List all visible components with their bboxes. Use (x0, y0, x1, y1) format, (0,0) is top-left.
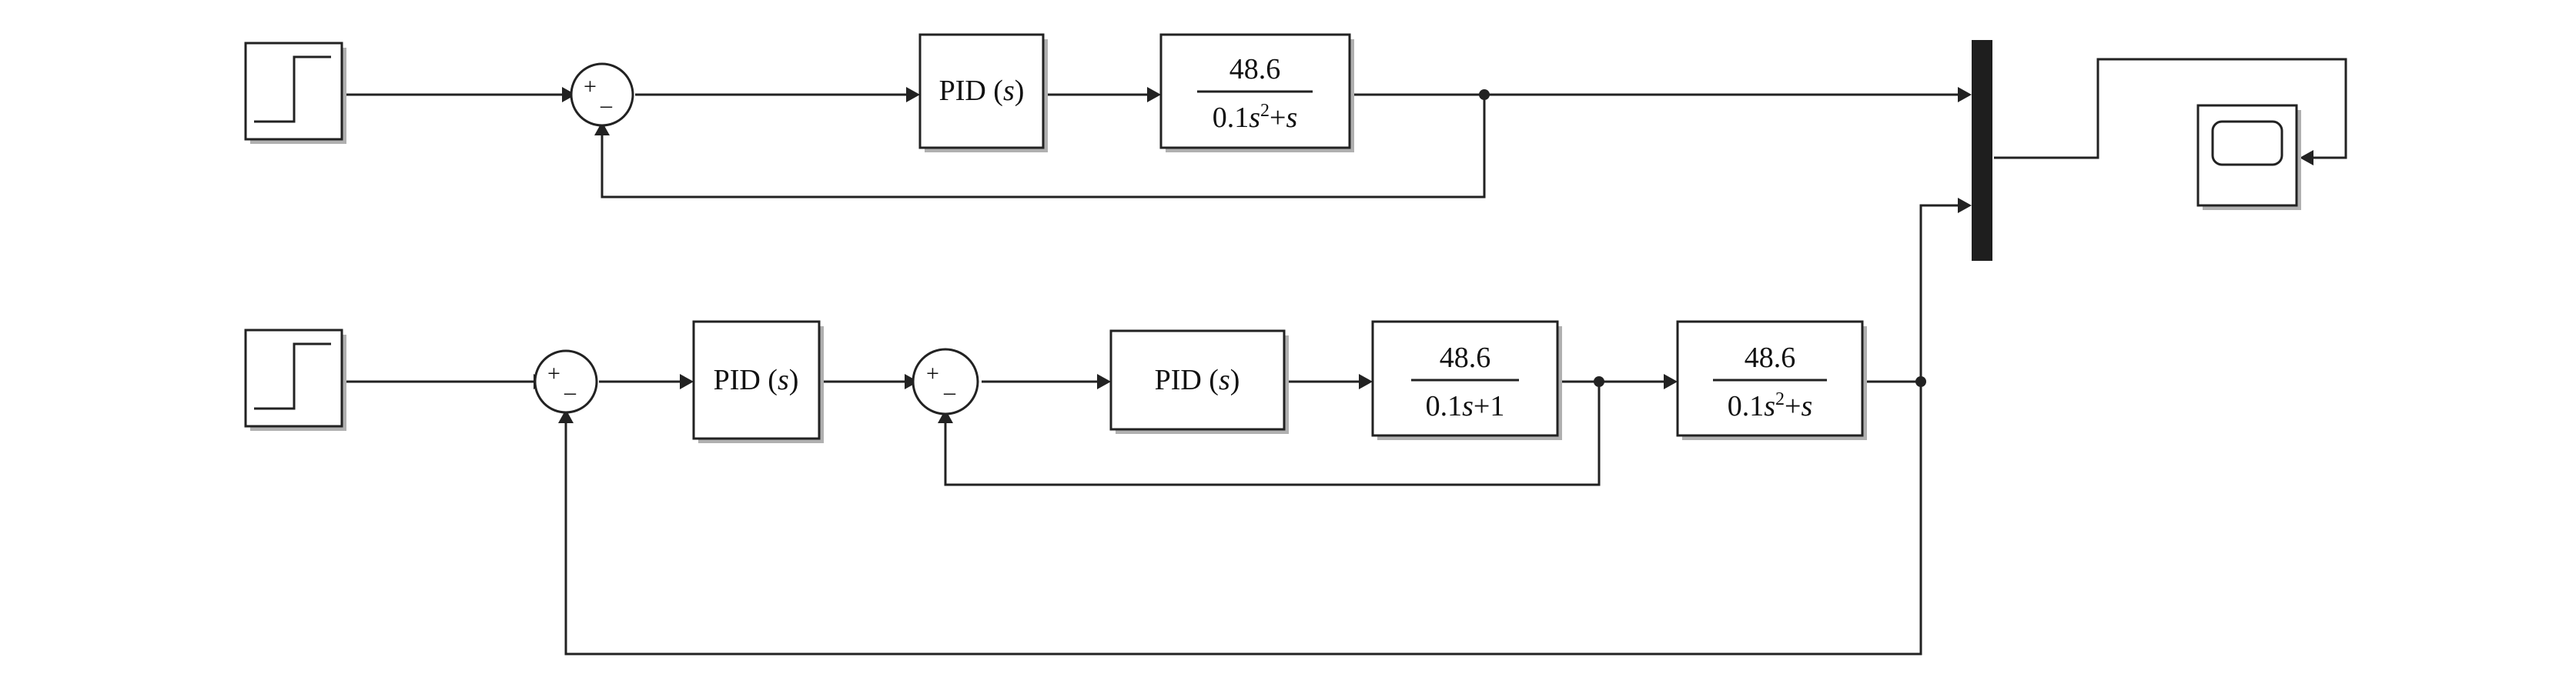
tf1-numerator: 48.6 (1229, 53, 1281, 85)
tf1-denominator: 0.1s2+s (1213, 101, 1298, 134)
branch-dot-outer (1915, 376, 1926, 387)
arrow-into-inner-plant (1359, 374, 1373, 389)
arrow-into-sum1-feedback (594, 122, 610, 135)
wire-outer-feedback (564, 382, 1922, 656)
arrow-into-outer-pid (680, 374, 694, 389)
step-source-2[interactable] (244, 329, 346, 431)
scope-icon (2211, 120, 2283, 166)
arrow-into-inner-pid (1097, 374, 1111, 389)
pid1-label: PID (s) (939, 75, 1025, 107)
pid-block-1[interactable]: PID (s) (918, 33, 1048, 152)
sum-junction-outer[interactable]: + – (534, 349, 598, 414)
pid-block-outer[interactable]: PID (s) (692, 320, 824, 443)
inner-sum-minus-sign: – (943, 379, 956, 405)
inner-tf-denominator: 0.1s+1 (1426, 390, 1505, 422)
wire-loop1-feedback (601, 95, 1486, 199)
scope-block[interactable] (2196, 104, 2301, 210)
sum1-plus-sign: + (584, 74, 597, 99)
inner-tf-numerator: 48.6 (1440, 342, 1491, 374)
inner-sum-plus-sign: + (926, 361, 939, 386)
arrow-into-pid1 (906, 87, 920, 102)
step-source-1[interactable] (244, 42, 346, 144)
branch-dot-loop1 (1479, 89, 1490, 100)
arrow-into-outer-plant (1664, 374, 1678, 389)
branch-dot-inner (1594, 376, 1604, 387)
pid-block-inner[interactable]: PID (s) (1109, 329, 1289, 434)
sum-junction-1[interactable]: + – (570, 62, 634, 127)
arrow-into-mux-1 (1958, 87, 1972, 102)
wires (345, 58, 2347, 656)
transfer-function-inner[interactable]: 48.6 0.1s+1 (1371, 320, 1562, 440)
wire-outer-plant-to-mux (1919, 204, 1958, 382)
outer-sum-minus-sign: – (564, 379, 577, 405)
outer-tf-denominator: 0.1s2+s (1728, 389, 1813, 422)
arrow-into-scope (2300, 150, 2313, 165)
step-source-icon (254, 55, 331, 123)
step-source-icon (254, 342, 331, 410)
mux-bar-icon (1972, 40, 1992, 261)
transfer-function-outer[interactable]: 48.6 0.1s2+s (1676, 320, 1867, 440)
arrow-into-outer-sum-feedback (558, 409, 574, 423)
wire-mux-to-scope (1994, 58, 2347, 159)
mux-block[interactable] (1972, 40, 1992, 261)
sum1-minus-sign: – (600, 92, 613, 118)
arrow-into-mux-2 (1958, 198, 1972, 213)
sum-junction-inner[interactable]: + – (912, 348, 979, 415)
outer-sum-plus-sign: + (547, 361, 560, 386)
arrow-into-plant1 (1147, 87, 1161, 102)
outer-pid-label: PID (s) (714, 364, 799, 396)
transfer-function-1[interactable]: 48.6 0.1s2+s (1159, 33, 1354, 152)
arrow-into-inner-sum (905, 374, 918, 389)
outer-tf-numerator: 48.6 (1745, 342, 1796, 374)
arrow-into-sum1 (562, 87, 576, 102)
wire-inner-feedback (944, 382, 1601, 486)
branch-points (1479, 89, 1926, 387)
arrow-into-inner-sum-feedback (938, 409, 953, 423)
inner-pid-label: PID (s) (1155, 364, 1240, 396)
